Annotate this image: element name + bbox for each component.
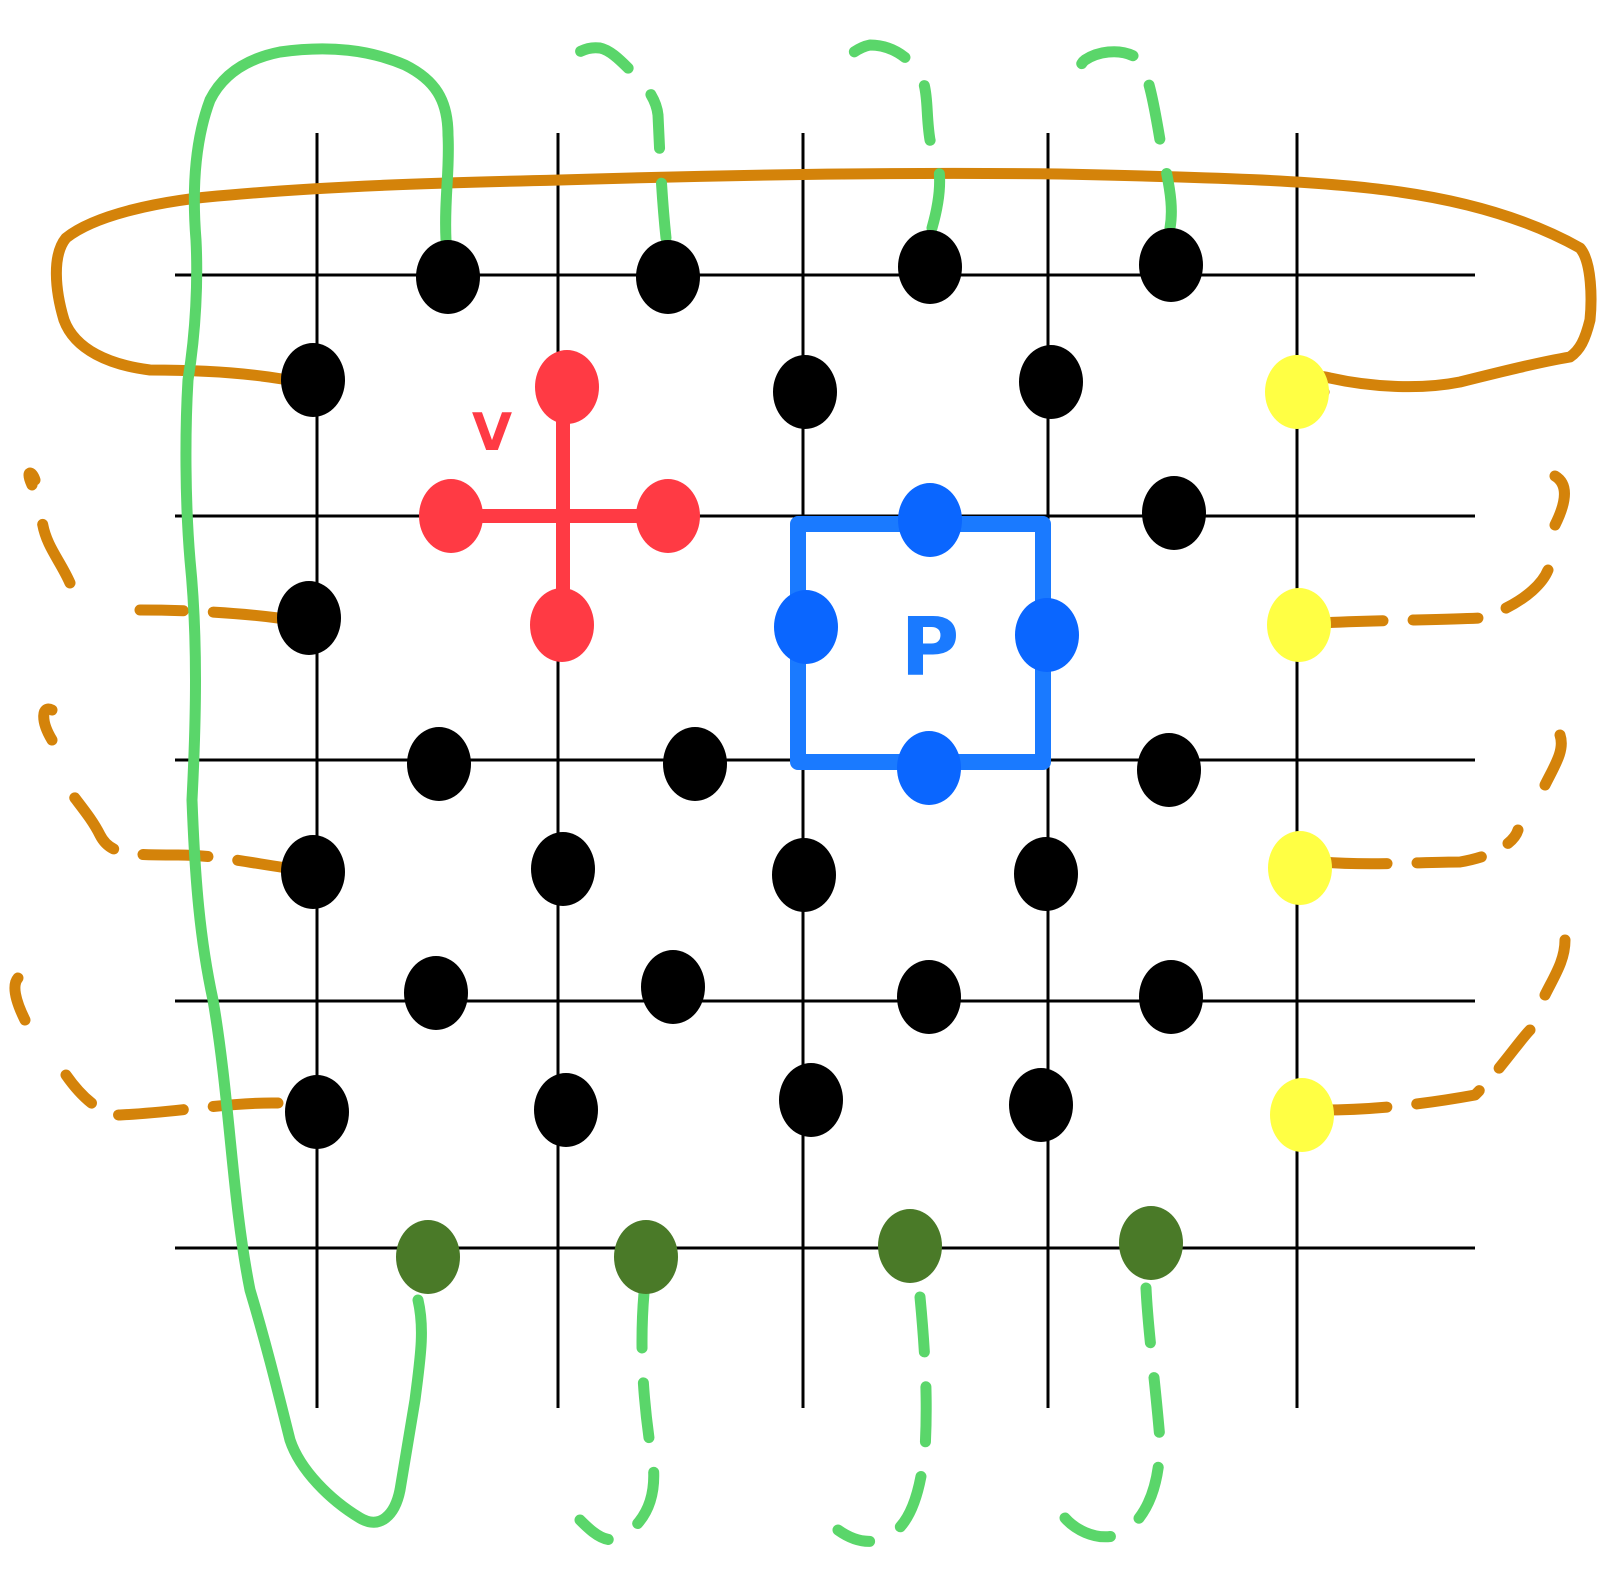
qubit	[897, 960, 961, 1034]
qubit	[416, 240, 480, 314]
orange-dashed-loop-row-6-right	[1316, 934, 1571, 1116]
qubit	[1009, 1068, 1073, 1142]
vertex-qubit-right	[636, 479, 700, 553]
vertex-qubit-top	[535, 350, 599, 424]
qubit	[534, 1073, 598, 1147]
qubit	[1139, 960, 1203, 1034]
boundary-qubit-right	[1265, 355, 1329, 429]
right-boundary-qubits	[1265, 355, 1334, 1152]
qubit	[636, 240, 700, 314]
boundary-qubit-right	[1270, 1078, 1334, 1152]
lattice-grid	[175, 133, 1475, 1408]
orange-dashed-loop-row-6	[9, 972, 284, 1121]
orange-dashed-loop-row-4-right	[1316, 729, 1567, 870]
plaquette-qubit-left	[774, 590, 838, 664]
vertex-qubit-left	[419, 479, 483, 553]
plaquette-label: P	[901, 601, 960, 694]
vertex-label: V	[472, 403, 512, 463]
green-loops	[180, 39, 1177, 1547]
plaquette-qubit-right	[1015, 598, 1079, 672]
orange-dashed-loop-row-4	[38, 703, 308, 876]
qubit	[1137, 733, 1201, 807]
vertex-operator: V	[419, 350, 700, 662]
boundary-qubit-bottom	[878, 1209, 942, 1283]
boundary-qubit-bottom	[1119, 1206, 1183, 1280]
qubit	[1014, 837, 1078, 911]
boundary-qubit-right	[1267, 588, 1331, 662]
green-closed-loop-left	[180, 43, 454, 1528]
orange-loops	[9, 167, 1597, 1121]
qubit	[1019, 345, 1083, 419]
green-dashed-loop-col-2	[564, 42, 672, 1546]
qubit	[531, 832, 595, 906]
qubit	[663, 727, 727, 801]
plaquette-operator: P	[774, 483, 1079, 805]
boundary-qubit-right	[1268, 831, 1332, 905]
green-dashed-loop-col-4	[1059, 46, 1177, 1543]
qubit	[773, 355, 837, 429]
orange-dashed-loop-row-2	[23, 467, 284, 624]
plaquette-qubit-bottom	[897, 731, 961, 805]
boundary-qubit-bottom	[614, 1220, 678, 1294]
lattice-qubits	[277, 228, 1206, 1149]
qubit	[404, 956, 468, 1030]
green-dashed-loop-col-3	[832, 39, 946, 1547]
qubit	[779, 1063, 843, 1137]
qubit	[641, 950, 705, 1024]
plaquette-qubit-top	[898, 483, 962, 557]
qubit	[281, 343, 345, 417]
qubit	[281, 835, 345, 909]
qubit	[285, 1075, 349, 1149]
qubit	[772, 838, 836, 912]
qubit	[1139, 228, 1203, 302]
qubit	[898, 230, 962, 304]
qubit	[407, 727, 471, 801]
bottom-boundary-qubits	[396, 1206, 1183, 1294]
vertex-qubit-bottom	[530, 588, 594, 662]
orange-closed-loop-top	[50, 167, 1597, 398]
boundary-qubit-bottom	[396, 1220, 460, 1294]
orange-dashed-loop-row-2-right	[1312, 470, 1570, 629]
qubit	[1142, 476, 1206, 550]
qubit	[277, 581, 341, 655]
